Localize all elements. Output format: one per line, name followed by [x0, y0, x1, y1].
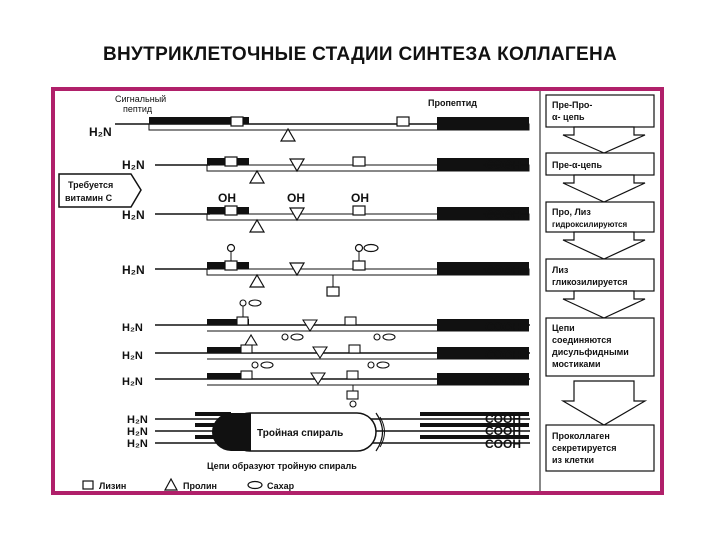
legend: Лизин Пролин Сахар [82, 477, 295, 491]
propeptide-label: Пропептид [428, 98, 477, 108]
proline-icon [248, 218, 266, 233]
h2n-terminus: H₂N [122, 350, 143, 362]
oh-label: OH [287, 191, 305, 205]
lysine-icon [352, 260, 366, 271]
proline-icon [163, 477, 179, 491]
lysine-icon [326, 286, 340, 297]
step-5: Цепи соединяются дисульфидными мостиками [545, 317, 655, 426]
lysine-icon [236, 316, 249, 326]
arrow-down-icon [562, 231, 646, 260]
step-5-label-2: соединяются [552, 335, 611, 345]
step-3-label-2: гидроксилируются [552, 220, 627, 229]
proline-icon [248, 169, 266, 184]
step-1: Пре-Про- α- цепь [545, 94, 655, 154]
step-4-label-2: гликозилируется [552, 277, 628, 287]
oh-label: OH [218, 191, 236, 205]
cooh-terminus: COOH [485, 158, 521, 172]
chain-row-7: H₂N COOH [122, 370, 530, 408]
lysine-icon [224, 260, 238, 271]
page-title: ВНУТРИКЛЕТОЧНЫЕ СТАДИИ СИНТЕЗА КОЛЛАГЕНА [103, 44, 617, 65]
cooh-terminus: COOH [485, 348, 521, 362]
vitamin-c-label: витамин С [65, 193, 113, 203]
lysine-icon [224, 156, 238, 167]
cooh-terminus: COOH [485, 208, 521, 222]
lysine-icon [352, 205, 366, 216]
triple-helix: Тройная спираль H₂N H₂N H₂N COOH COOH CO… [127, 412, 530, 452]
legend-sugar: Сахар [267, 481, 295, 491]
step-1-label: Пре-Про- [552, 100, 592, 110]
proline-icon [288, 158, 306, 173]
arrow-down-icon [562, 174, 646, 203]
step-4-label: Лиз [552, 265, 569, 275]
step-6-label-3: из клетки [552, 455, 594, 465]
step-2: Пре-α-цепь [545, 152, 655, 203]
arrow-down-icon [560, 380, 648, 426]
lysine-icon [346, 370, 359, 380]
h2n-terminus: H₂N [122, 376, 143, 388]
lysine-icon [352, 156, 366, 167]
chain-row-6: H₂N COOH [122, 344, 530, 369]
step-6-label-2: секретируется [552, 443, 617, 453]
cooh-terminus: COOH [485, 424, 521, 438]
step-4: Лиз гликозилируется [545, 258, 655, 319]
proline-icon [279, 127, 297, 142]
proline-icon [288, 262, 306, 277]
step-5-label-3: дисульфидными [552, 347, 629, 357]
step-3-label: Про, Лиз [552, 207, 591, 217]
cooh-terminus: COOH [485, 374, 521, 388]
h2n-terminus: H₂N [122, 208, 145, 222]
step-5-label-4: мостиками [552, 359, 601, 369]
sugar-icon [247, 480, 263, 490]
chain-row-1: H₂N [89, 116, 530, 142]
sugar-icon [363, 243, 379, 253]
step-5-label: Цепи [552, 323, 575, 333]
lysine-icon [230, 116, 244, 127]
proline-icon [248, 273, 266, 288]
legend-proline: Пролин [183, 481, 217, 491]
step-1-label-2: α- цепь [552, 112, 585, 122]
oh-label: OH [351, 191, 369, 205]
step-2-label: Пре-α-цепь [552, 160, 602, 170]
cooh-terminus: COOH [485, 320, 521, 334]
h2n-terminus: H₂N [122, 322, 143, 334]
lysine-icon [82, 480, 94, 490]
h2n-terminus: H₂N [89, 125, 112, 139]
requires-label: Требуется [68, 180, 113, 190]
proline-icon [311, 346, 329, 360]
lysine-icon [344, 316, 357, 326]
lysine-icon [396, 116, 410, 127]
h2n-terminus: H₂N [122, 263, 145, 277]
proline-icon [309, 372, 327, 386]
arrow-down-icon [562, 290, 646, 319]
h2n-terminus: H₂N [127, 426, 148, 438]
step-6-label: Проколлаген [552, 431, 610, 441]
step-6: Проколлаген секретируется из клетки [545, 424, 655, 472]
lysine-icon [240, 370, 253, 380]
chain-row-4: H₂N COOH [122, 243, 530, 297]
chain-row-2: H₂N COOH [122, 156, 530, 184]
chains-form-label: Цепи образуют тройную спираль [207, 461, 357, 471]
cooh-terminus: COOH [485, 263, 521, 277]
diagram-frame: Сигнальный пептид Пропептид H₂N Требуетс… [51, 87, 664, 495]
arrow-down-icon [562, 126, 646, 154]
vitamin-c-callout: Требуется витамин С [58, 173, 142, 208]
cooh-terminus: COOH [485, 437, 521, 451]
cooh-terminus: COOH [485, 412, 521, 426]
signal-peptide-label-2: пептид [123, 104, 153, 114]
collagen-synthesis-diagram: Сигнальный пептид Пропептид H₂N Требуетс… [58, 91, 655, 491]
h2n-terminus: H₂N [122, 158, 145, 172]
proline-icon [301, 319, 319, 333]
signal-peptide-label: Сигнальный [115, 94, 166, 104]
step-3: Про, Лиз гидроксилируются [545, 201, 655, 260]
lysine-icon [240, 344, 253, 354]
chain-row-5: H₂N COOH [122, 299, 530, 346]
chain-row-3: H₂N COOH [122, 205, 530, 233]
h2n-terminus: H₂N [127, 414, 148, 426]
triple-helix-label: Тройная спираль [257, 428, 343, 439]
lysine-icon [224, 205, 238, 216]
legend-lysine: Лизин [99, 481, 126, 491]
lysine-icon [348, 344, 361, 354]
proline-icon [288, 207, 306, 222]
h2n-terminus: H₂N [127, 438, 148, 450]
